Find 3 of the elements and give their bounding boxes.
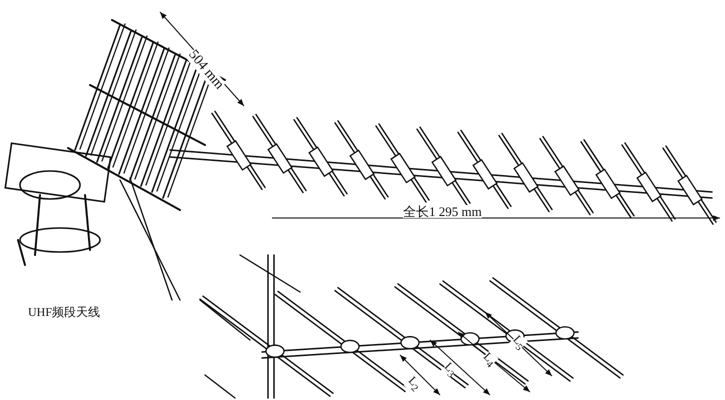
dimension-label: 全长1 295 mm — [403, 205, 482, 218]
caption: UHF频段天线 — [28, 306, 100, 318]
dimension-label: 504 mm — [185, 48, 226, 92]
